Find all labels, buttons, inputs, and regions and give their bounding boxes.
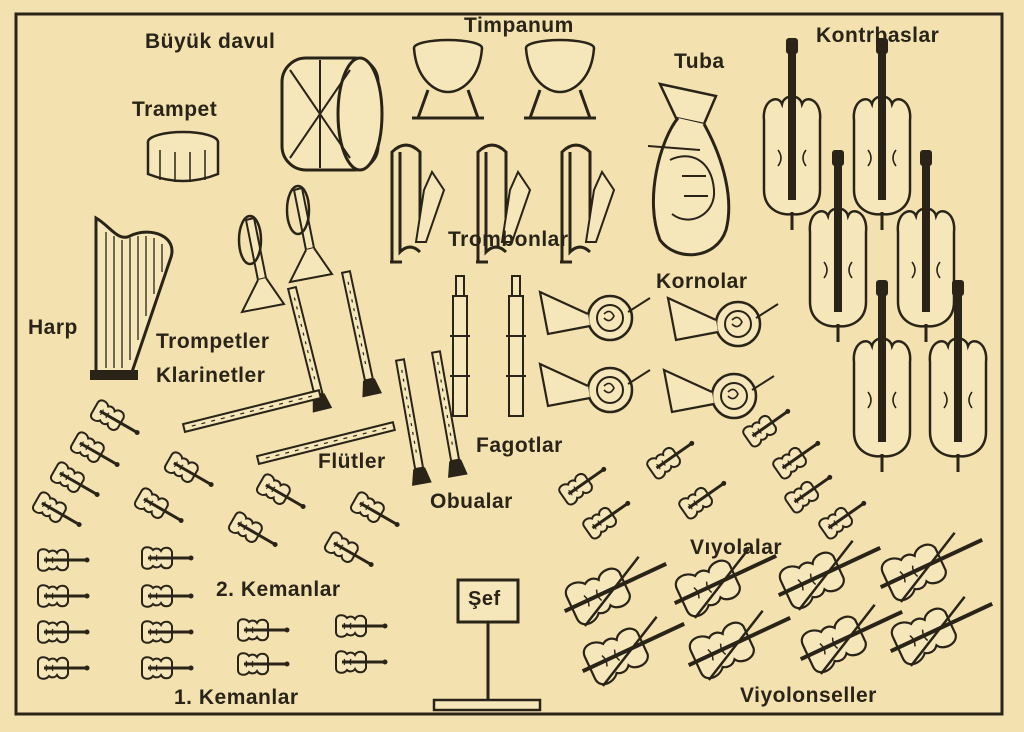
violin-icon [29,489,89,537]
label-viyolonseller: Viyolonseller [740,684,877,707]
violin-icon [140,583,195,609]
violin-icon [347,489,407,537]
double-bass-icon [762,36,822,232]
label-obualar: Obualar [430,490,513,513]
label-kontrbaslar: Kontrbaslar [816,24,940,47]
violin-icon [334,613,389,639]
label-trombonlar: Trombonlar [448,228,569,251]
french-horn-icon [538,290,652,342]
violin-icon [67,429,127,477]
violin-icon [36,655,91,681]
violin-icon [140,619,195,645]
timpani-icon [410,38,486,120]
violin-icon [253,471,313,519]
violin-icon [87,397,147,445]
viola-icon [769,431,828,482]
viola-icon [555,457,614,508]
french-horn-icon [662,368,776,420]
timpani-icon [522,38,598,120]
viola-icon [675,471,734,522]
label-flutler: Flütler [318,450,386,473]
label-kemanlar-1: 1. Kemanlar [174,686,299,709]
bassoon-icon [505,275,527,417]
label-harp: Harp [28,316,78,339]
trumpet-icon [237,214,286,314]
frame-border [14,12,1004,716]
label-trompetler: Trompetler [156,330,270,353]
label-kornolar: Kornolar [656,270,748,293]
violin-icon [36,547,91,573]
cello-icon [553,542,678,634]
label-fagotlar: Fagotlar [476,434,563,457]
clarinet-icon [335,268,383,399]
flute-icon [182,389,322,433]
violin-icon [334,649,389,675]
violin-icon [36,583,91,609]
harp-icon [90,215,174,380]
french-horn-icon [666,296,780,348]
label-buyuk-davul: Büyük davul [145,30,276,53]
oboe-icon [389,357,433,487]
violin-icon [131,485,191,533]
violin-icon [225,509,285,557]
label-kemanlar-2: 2. Kemanlar [216,578,341,601]
label-viyolalar: Vıyolalar [690,536,783,559]
violin-icon [236,617,291,643]
bassoon-icon [449,275,471,417]
viola-icon [579,491,638,542]
bass-drum-icon [280,56,384,172]
trumpet-icon [285,184,334,284]
french-horn-icon [538,362,652,414]
viola-icon [815,491,874,542]
cello-icon [767,526,892,618]
violin-icon [236,651,291,677]
violin-icon [36,619,91,645]
conductor-stand-icon [432,578,542,712]
label-timpanum: Timpanum [464,14,574,37]
snare-drum-icon [146,130,220,183]
label-trampet: Trampet [132,98,218,121]
violin-icon [47,459,107,507]
violin-icon [140,655,195,681]
cello-icon [869,518,994,610]
violin-icon [161,449,221,497]
double-bass-icon [852,36,912,232]
viola-icon [643,431,702,482]
violin-icon [321,529,381,577]
label-sef: Şef [468,588,501,610]
label-klarinetler: Klarinetler [156,364,266,387]
label-tuba: Tuba [674,50,725,73]
tuba-icon [647,82,731,257]
violin-icon [140,545,195,571]
trombone-icon [388,143,446,264]
